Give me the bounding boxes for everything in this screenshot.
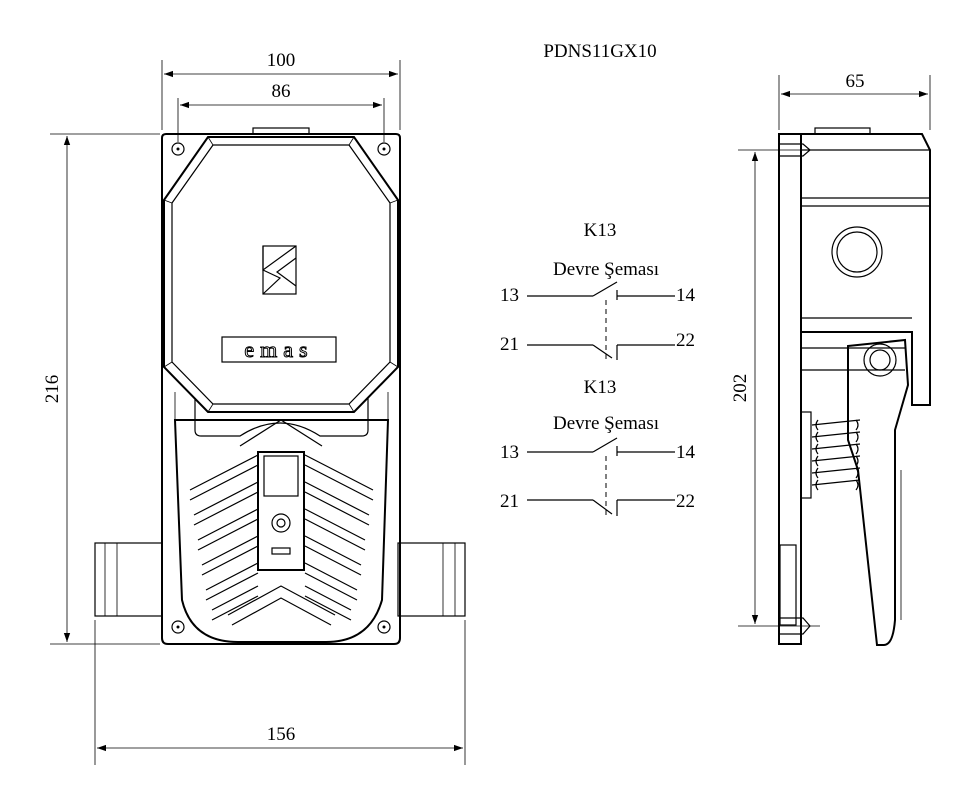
pedal-ribs — [189, 454, 374, 626]
svg-text:emas: emas — [244, 337, 313, 362]
pedal-hinge — [194, 398, 369, 437]
return-spring — [800, 411, 861, 499]
brand-logo: emas — [221, 336, 337, 363]
pedal-lock — [257, 451, 305, 571]
dim-width-100: 100 — [161, 50, 401, 130]
pedal-body-outline — [161, 133, 401, 645]
terminal-14: 14 — [676, 442, 696, 463]
front-view: emas — [42, 50, 466, 765]
terminal-14: 14 — [676, 285, 696, 306]
dim-total-width-label: 100 — [267, 50, 296, 71]
mounting-holes — [171, 142, 391, 634]
terminal-22: 22 — [676, 491, 695, 512]
dim-width-156: 156 — [94, 620, 466, 765]
dim-hole-height-label: 202 — [730, 374, 751, 403]
brand-icon — [262, 245, 297, 295]
schematic-heading: K13 — [584, 220, 617, 241]
dim-height-label: 216 — [42, 375, 63, 404]
cable-gland-side — [831, 226, 883, 278]
dim-height-202: 202 — [730, 152, 759, 624]
left-cable-gland — [94, 542, 163, 617]
schematic-subtitle: Devre Şeması — [553, 413, 659, 434]
side-view: 65 202 — [730, 71, 931, 646]
terminal-13: 13 — [500, 285, 519, 306]
model-title: PDNS11GX10 — [543, 41, 656, 62]
pedal-lever-side — [847, 338, 910, 646]
mounting-screws-side — [779, 143, 811, 635]
terminal-13: 13 — [500, 442, 519, 463]
terminal-22: 22 — [676, 330, 695, 351]
terminal-21: 21 — [500, 491, 519, 512]
pedal-plate — [173, 419, 390, 643]
dim-depth-65: 65 — [778, 71, 931, 130]
pedal-pivot — [863, 343, 897, 377]
dim-depth-label: 65 — [846, 71, 865, 92]
schematic-subtitle: Devre Şeması — [553, 259, 659, 280]
schematic-heading: K13 — [584, 377, 617, 398]
circuit-diagram-1: K13 Devre Şeması 13 14 21 22 — [500, 220, 696, 362]
dim-height-216: 216 — [42, 133, 160, 645]
circuit-diagram-2: K13 Devre Şeması 13 14 21 22 — [500, 377, 696, 516]
dim-base-width-label: 156 — [267, 724, 296, 745]
dim-width-86: 86 — [177, 81, 385, 142]
terminal-21: 21 — [500, 334, 519, 355]
dim-hole-spacing-label: 86 — [272, 81, 291, 102]
right-cable-gland — [397, 542, 466, 617]
